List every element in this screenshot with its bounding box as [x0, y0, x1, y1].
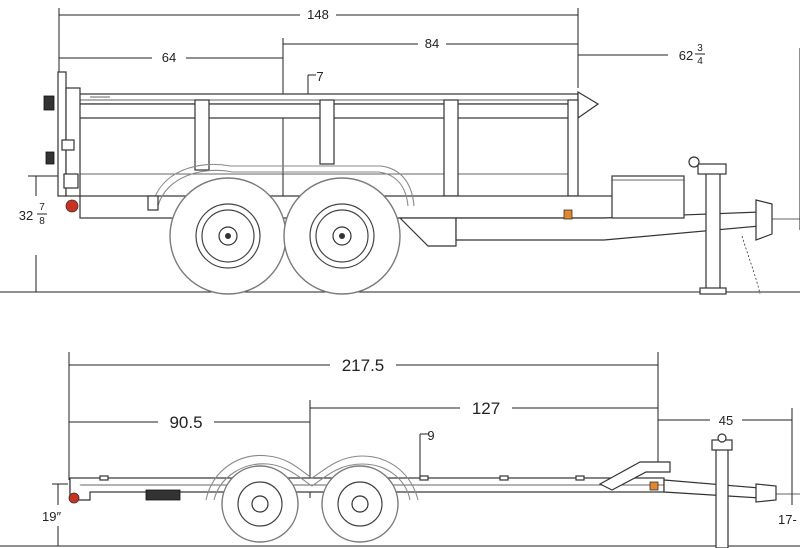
tail-light-icon [65, 199, 79, 213]
utility-trailer-dimension-lines [52, 352, 793, 546]
utility-wheel-rear [321, 465, 399, 543]
coupler-bottom [755, 483, 777, 503]
battery-box [611, 175, 685, 219]
side-marker-light-icon [563, 209, 573, 220]
dim-deck-height-bottom: 19″ [42, 509, 61, 524]
dim-overall-length: 148 [307, 7, 329, 22]
dim-tongue-frac-num: 3 [697, 43, 703, 54]
dim-front-section-bottom: 90.5 [169, 413, 202, 432]
dim-coupler-height-bottom: 17- [778, 512, 797, 527]
dump-box [65, 90, 600, 197]
dim-axle-spacing: 7 [316, 69, 323, 84]
dump-rear-gate [43, 71, 81, 213]
dim-tongue-length-bottom: 45 [719, 413, 733, 428]
dim-rear-section: 84 [425, 36, 439, 51]
dim-tongue-length: 62 [679, 48, 693, 63]
dim-front-section: 64 [162, 50, 176, 65]
dump-fender [151, 163, 415, 207]
dim-deck-height-whole: 32 [19, 208, 33, 223]
dim-deck-height-frac-num: 7 [39, 202, 45, 213]
safety-chain [741, 235, 761, 295]
tail-light-icon-bottom [68, 492, 80, 504]
jack-stand-bottom [715, 447, 729, 548]
ramp-rest [598, 461, 671, 491]
dim-overall-length-bottom: 217.5 [342, 356, 385, 375]
dump-tongue [611, 156, 800, 295]
dump-wheel-front [169, 177, 287, 295]
coupler [755, 199, 773, 241]
utility-wheel-front [221, 465, 299, 543]
side-marker-light-icon-bottom [649, 481, 659, 491]
dim-tongue-frac-den: 4 [697, 56, 703, 67]
dim-rear-section-bottom: 127 [472, 399, 500, 418]
jack-stand [705, 171, 721, 293]
dump-trailer-drawing: 148 64 84 7 62 3 4 32 7 8 [0, 7, 800, 295]
dump-wheel-rear [283, 177, 401, 295]
dim-axle-spacing-bottom: 9 [427, 428, 434, 443]
utility-trailer-drawing: 217.5 90.5 127 45 9 19″ 17- [0, 352, 800, 548]
utility-fender [205, 454, 419, 501]
utility-tongue [598, 433, 800, 548]
dim-deck-height-frac-den: 8 [39, 216, 45, 227]
